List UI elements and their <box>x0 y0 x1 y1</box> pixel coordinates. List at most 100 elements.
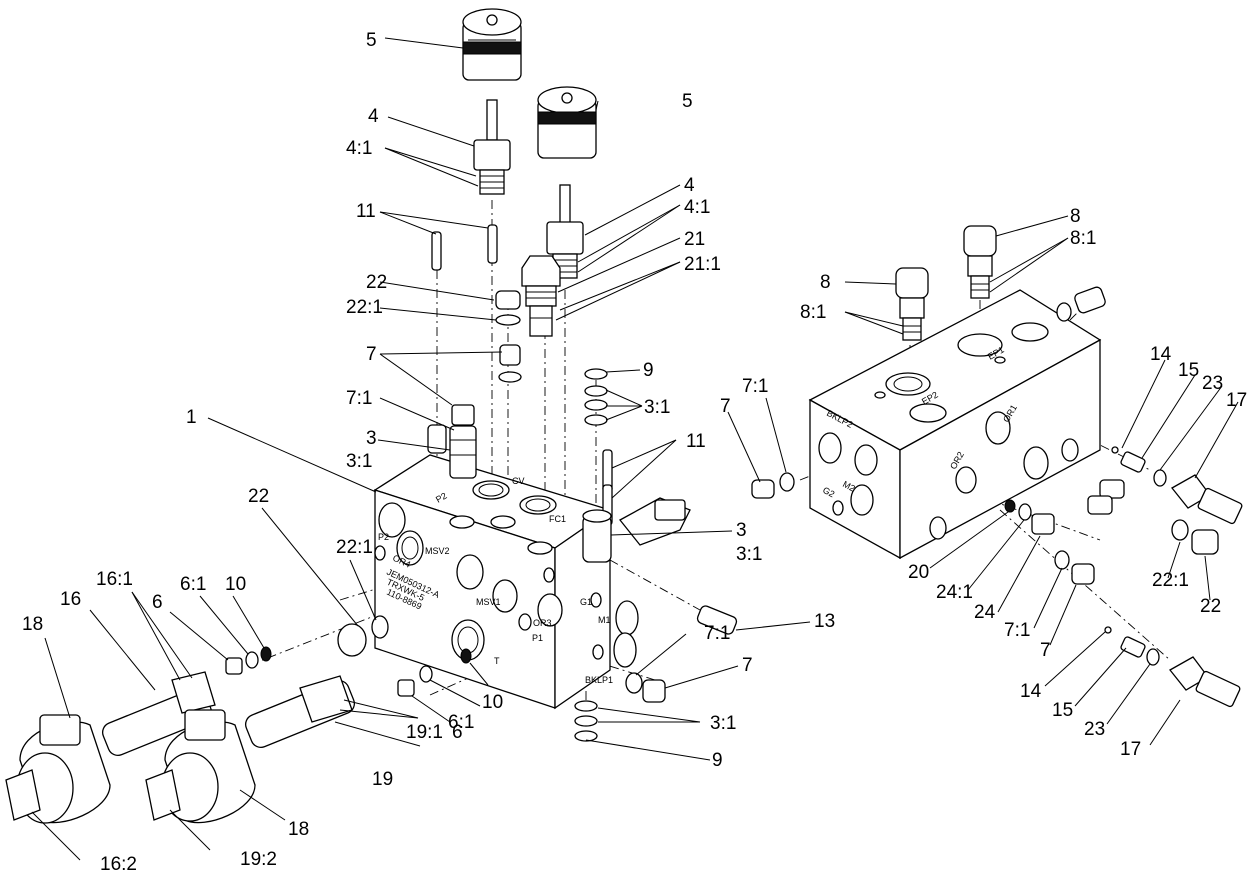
callout-17-upper: 17 <box>1226 390 1247 411</box>
callout-3-1-right: 3:1 <box>736 544 762 565</box>
callout-13: 13 <box>814 611 835 632</box>
plug-10-left <box>260 646 272 662</box>
orifice-6-lower <box>397 679 415 697</box>
callout-22-left: 22 <box>248 486 269 507</box>
relief-valve-8-left <box>895 267 929 341</box>
callout-6-1-left: 6:1 <box>180 574 206 595</box>
callout-20: 20 <box>908 562 929 583</box>
callout-9-upper: 9 <box>643 360 654 381</box>
callout-21-1: 21:1 <box>684 254 721 275</box>
plug-7-lower <box>642 679 666 703</box>
port-label-bklp1: BKLP1 <box>585 675 613 685</box>
o-ring-23-upper <box>1153 469 1167 487</box>
callout-6-left: 6 <box>152 592 163 613</box>
o-ring-22-1-left <box>371 615 389 639</box>
plug-22-left <box>337 623 367 657</box>
callout-7-aux-lower: 7 <box>1040 640 1051 661</box>
port-label-fc1: FC1 <box>549 514 566 524</box>
port-label-m1: M1 <box>598 615 611 625</box>
o-ring-6-1-lower <box>419 665 433 683</box>
plug-24 <box>1031 513 1055 535</box>
callout-labels: 5 5 4 4:1 11 4 4:1 21 21:1 22 22:1 7 7:1… <box>22 30 1247 875</box>
callout-5-lower: 5 <box>682 91 693 112</box>
o-ring-7-1-aux-left <box>779 472 795 492</box>
fitting-aux-a <box>1099 479 1125 499</box>
callout-8-1-left: 8:1 <box>800 302 826 323</box>
o-ring-22-1-upper <box>495 314 521 326</box>
cartridge-4-upper <box>473 99 511 195</box>
callout-10-lower: 10 <box>482 692 503 713</box>
callout-3-right: 3 <box>736 520 747 541</box>
callout-7-1-lower: 7:1 <box>704 623 730 644</box>
port-label-p2-top: P2 <box>434 491 449 505</box>
port-label-msv1: MSV1 <box>476 597 501 607</box>
callout-9-lower: 9 <box>712 750 723 771</box>
plug-21 <box>521 255 561 337</box>
callout-17-lower: 17 <box>1120 739 1141 760</box>
o-ring-7-1-aux-lower <box>1054 550 1070 570</box>
callout-5-upper: 5 <box>366 30 377 51</box>
aux-valve-block: EP1 EP2 BKLP2 G2 M2 OR1 OR2 <box>808 289 1102 560</box>
callout-14-lower: 14 <box>1020 681 1042 702</box>
temperature-sender-17-upper <box>1171 474 1243 525</box>
orifice-6-left <box>225 657 243 675</box>
callout-4-upper: 4 <box>368 106 379 127</box>
o-ring-7-1-upper <box>498 371 522 383</box>
leader-lines <box>31 37 1239 861</box>
callout-8-1-right: 8:1 <box>1070 228 1096 249</box>
callout-11-lower: 11 <box>686 431 706 452</box>
callout-16-2: 16:2 <box>100 854 137 875</box>
temperature-sender-17-lower <box>1169 656 1241 708</box>
main-valve-block: P2 P2 MSV2 MSV1 CV FC1 G1 M1 P1 OR3 T BK… <box>373 454 639 710</box>
callout-7-1-upper: 7:1 <box>346 388 372 409</box>
retaining-ring-9-lower <box>574 730 598 742</box>
callout-22-aux: 22 <box>1200 596 1221 617</box>
port-label-msv2: MSV2 <box>425 546 450 556</box>
port-label-p1: P1 <box>532 633 543 643</box>
callout-15-upper: 15 <box>1178 360 1199 381</box>
callout-24: 24 <box>974 602 996 623</box>
callout-3-1-lower: 3:1 <box>710 713 736 734</box>
o-ring-24-1 <box>1018 503 1032 521</box>
callout-7-aux-left: 7 <box>720 396 731 417</box>
port-label-g2: G2 <box>821 485 836 499</box>
fitting-aux-b <box>1087 495 1113 515</box>
plug-10-lower <box>460 648 472 664</box>
callout-3-1-left: 3:1 <box>346 451 372 472</box>
callout-10-left: 10 <box>225 574 246 595</box>
o-ring-23-lower <box>1146 648 1160 666</box>
orifice-14-lower <box>1104 626 1112 634</box>
dowel-pin-11-b <box>487 224 498 264</box>
callout-3-1-upper: 3:1 <box>644 397 670 418</box>
relief-valve-8-right <box>963 225 997 299</box>
o-ring-3-1-c <box>584 414 608 426</box>
plug-20 <box>1004 499 1016 513</box>
callout-1: 1 <box>186 407 197 428</box>
sensor-stub <box>427 424 447 454</box>
dowel-pin-11-a <box>431 231 442 271</box>
solenoid-knob-5-upper <box>462 8 522 81</box>
plug-22-upper <box>495 290 521 310</box>
plug-top-right <box>1074 286 1106 314</box>
callout-6-1-lower: 6:1 <box>448 712 474 733</box>
o-ring-top-right <box>1056 302 1072 322</box>
plug-13 <box>696 605 738 635</box>
solenoid-coil-18-right <box>145 709 256 824</box>
callout-7-1-aux-lower: 7:1 <box>1004 620 1030 641</box>
o-ring-3-1-e <box>574 715 598 727</box>
solenoid-valve-16 <box>102 671 216 756</box>
callout-7-upper: 7 <box>366 344 377 365</box>
retaining-ring-9-upper <box>584 368 608 380</box>
o-ring-22-1-aux <box>1171 519 1189 541</box>
adapter-15-upper <box>1120 451 1146 473</box>
callout-18-right: 18 <box>288 819 309 840</box>
check-valve-3-left <box>449 404 477 479</box>
port-label-g1: G1 <box>580 597 592 607</box>
callout-23-upper: 23 <box>1202 373 1223 394</box>
plug-7-aux-left <box>751 479 775 499</box>
o-ring-6-1-left <box>245 651 259 669</box>
callout-21: 21 <box>684 229 705 250</box>
callout-3-left: 3 <box>366 428 377 449</box>
callout-11-upper: 11 <box>356 201 376 222</box>
callout-15-lower: 15 <box>1052 700 1073 721</box>
